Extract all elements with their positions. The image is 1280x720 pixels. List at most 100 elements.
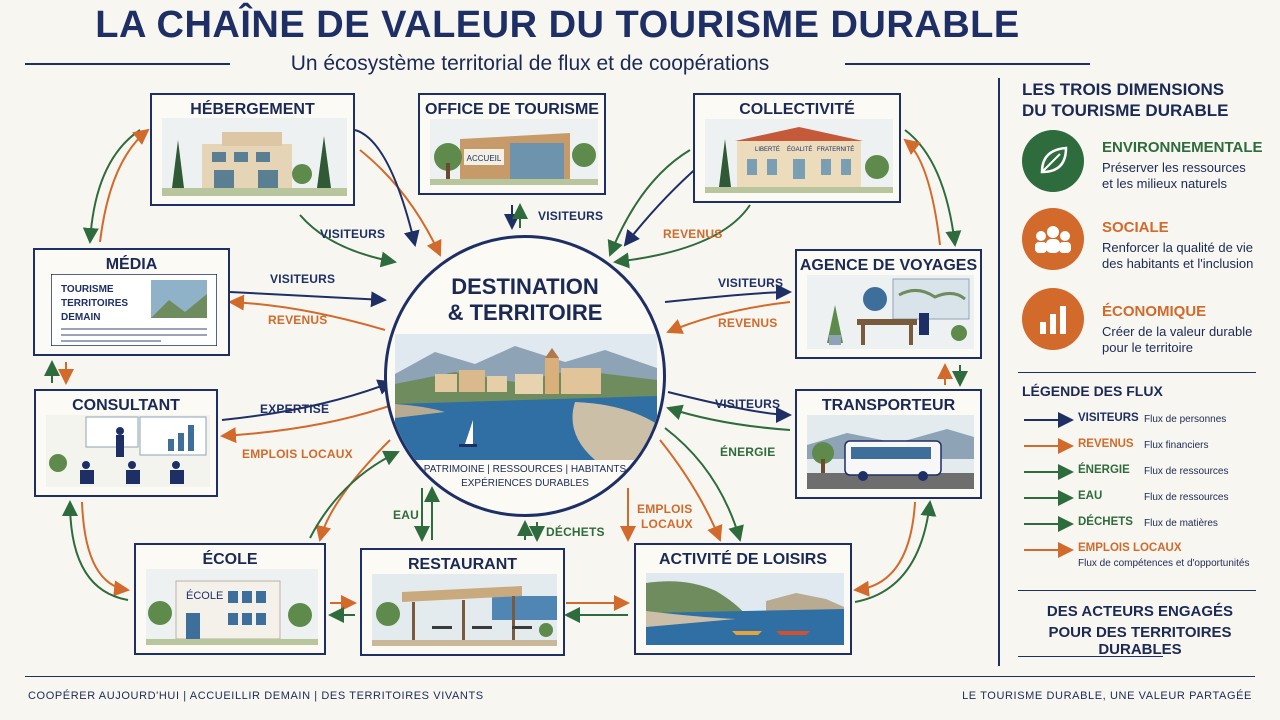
leaf-icon <box>1022 130 1084 192</box>
actor-title: COLLECTIVITÉ <box>739 101 855 118</box>
flow-label-revenus: REVENUS <box>718 316 778 330</box>
destination-territoire-hub: DESTINATION & TERRITOIRE PATRIMOINE | RE… <box>384 235 666 517</box>
title-rule-right <box>845 63 1090 65</box>
actor-title: OFFICE DE TOURISME <box>425 101 599 118</box>
hub-title: DESTINATION <box>451 274 599 299</box>
motto-word: ÉGALITÉ <box>787 146 812 153</box>
actor-card-activite-de-loisirs[interactable]: ACTIVITÉ DE LOISIRS <box>634 543 852 655</box>
flow-label-emplois: EMPLOIS <box>637 502 693 516</box>
newspaper-illustration: TOURISME TERRITOIRES DEMAIN <box>51 274 217 346</box>
hub-tags: EXPÉRIENCES DURABLES <box>461 478 589 489</box>
flow-label-dechets: DÉCHETS <box>546 525 605 539</box>
legend-title: LÉGENDE DES FLUX <box>1022 383 1163 399</box>
actor-card-office-de-tourisme[interactable]: OFFICE DE TOURISME ACCUEIL <box>418 93 606 195</box>
consultant-meeting-illustration <box>46 415 210 487</box>
travel-agency-illustration <box>807 275 974 349</box>
legend-desc: Flux de ressources <box>1144 492 1229 503</box>
bus-illustration <box>807 415 974 489</box>
actor-card-restaurant[interactable]: RESTAURANT <box>360 548 565 656</box>
sidebar-tagline: POUR DES TERRITOIRES DURABLES <box>1048 624 1232 658</box>
coastal-village-illustration <box>395 334 657 460</box>
actor-title: RESTAURANT <box>407 556 518 573</box>
hub-tags: PATRIMOINE | RESSOURCES | HABITANTS <box>423 464 627 475</box>
legend-desc: Flux de matières <box>1144 518 1218 529</box>
bar-chart-icon <box>1022 288 1084 350</box>
flow-label-visiteurs: VISITEURS <box>715 397 781 411</box>
office-sign: ACCUEIL <box>467 154 502 163</box>
dimension-text: Créer de la valeur durable <box>1102 324 1253 339</box>
school-illustration: ÉCOLE <box>146 569 318 645</box>
sidebar-rule <box>1018 656 1163 657</box>
flow-label-expertise: EXPERTISE <box>260 402 330 416</box>
actor-title: TRANSPORTEUR <box>821 397 956 414</box>
dimension-text: Préserver les ressources <box>1102 160 1246 175</box>
page-title: LA CHAÎNE DE VALEUR DU TOURISME DURABLE <box>95 4 1020 46</box>
flow-label-visiteurs: VISITEURS <box>538 209 604 223</box>
legend-arrows <box>1024 412 1074 558</box>
newspaper-headline: TERRITOIRES <box>61 298 128 309</box>
actor-card-hebergement[interactable]: HÉBERGEMENT <box>150 93 355 206</box>
flow-arrows <box>44 128 968 623</box>
actor-card-consultant[interactable]: CONSULTANT <box>34 389 218 497</box>
flow-label-energie: ÉNERGIE <box>720 445 776 459</box>
dimension-text: et les milieux naturels <box>1102 176 1227 191</box>
dimensions-title: LES TROIS DIMENSIONS <box>1022 80 1225 99</box>
legend-desc: Flux de ressources <box>1144 466 1229 477</box>
actor-title: ACTIVITÉ DE LOISIRS <box>658 551 827 568</box>
flow-label-eau: EAU <box>393 508 419 522</box>
sidebar-divider <box>998 78 1000 666</box>
sidebar-rule <box>1018 590 1256 591</box>
people-icon <box>1022 208 1084 270</box>
hub-title: & TERRITOIRE <box>447 300 603 325</box>
kayak-coast-illustration <box>646 573 844 645</box>
dimension-title: SOCIALE <box>1102 219 1169 236</box>
town-hall-illustration: LIBERTÉ ÉGALITÉ FRATERNITÉ <box>705 119 893 193</box>
sidebar-tagline: DES ACTEURS ENGAGÉS <box>1046 603 1234 620</box>
actor-card-collectivite[interactable]: COLLECTIVITÉ LIBERTÉ ÉGALITÉ FRATERNITÉ <box>693 93 901 203</box>
footer-right: LE TOURISME DURABLE, UNE VALEUR PARTAGÉE <box>962 690 1252 702</box>
hotel-illustration <box>162 118 347 196</box>
dimensions-title: DU TOURISME DURABLE <box>1022 101 1229 120</box>
page-subtitle: Un écosystème territorial de flux et de … <box>230 52 830 76</box>
actor-title: CONSULTANT <box>72 397 180 414</box>
flow-label-visiteurs: VISITEURS <box>270 272 336 286</box>
dimension-title: ENVIRONNEMENTALE <box>1102 139 1263 156</box>
legend-label: EAU <box>1078 490 1103 502</box>
actor-title: HÉBERGEMENT <box>190 101 315 118</box>
legend-desc: Flux de compétences et d'opportunités <box>1078 558 1250 569</box>
actor-card-media[interactable]: MÉDIA TOURISME TERRITOIRES DEMAIN <box>33 248 230 356</box>
flow-label-emplois-locaux: EMPLOIS LOCAUX <box>242 447 353 461</box>
legend-label: REVENUS <box>1078 438 1134 450</box>
flow-label-visiteurs: VISITEURS <box>718 276 784 290</box>
actor-card-transporteur[interactable]: TRANSPORTEUR <box>795 389 982 499</box>
dimension-title: ÉCONOMIQUE <box>1102 303 1207 320</box>
legend-desc: Flux financiers <box>1144 440 1209 451</box>
flow-label-revenus: REVENUS <box>268 313 328 327</box>
flow-label-revenus: REVENUS <box>663 227 723 241</box>
newspaper-headline: TOURISME <box>61 284 114 295</box>
actor-title: AGENCE DE VOYAGES <box>799 257 978 274</box>
legend-desc: Flux de personnes <box>1144 414 1227 425</box>
school-sign: ÉCOLE <box>186 589 223 602</box>
legend-label: EMPLOIS LOCAUX <box>1078 542 1182 554</box>
legend-label: VISITEURS <box>1078 412 1139 424</box>
actor-card-ecole[interactable]: ÉCOLE ÉCOLE <box>134 543 326 655</box>
tourist-office-illustration: ACCUEIL <box>430 119 598 185</box>
dimension-text: Renforcer la qualité de vie <box>1102 240 1254 255</box>
legend-label: DÉCHETS <box>1078 516 1133 528</box>
flow-label-locaux: LOCAUX <box>641 517 693 531</box>
restaurant-terrace-illustration <box>372 574 557 646</box>
flow-label-visiteurs: VISITEURS <box>320 227 386 241</box>
footer-left: COOPÉRER AUJOURD'HUI | ACCUEILLIR DEMAIN… <box>28 690 484 702</box>
footer-rule <box>25 676 1255 677</box>
actor-title: MÉDIA <box>105 256 158 273</box>
dimension-text: pour le territoire <box>1102 340 1194 355</box>
newspaper-headline: DEMAIN <box>61 312 100 323</box>
legend-label: ÉNERGIE <box>1078 464 1130 476</box>
actor-title: ÉCOLE <box>202 551 258 568</box>
motto-word: FRATERNITÉ <box>817 146 854 153</box>
title-rule-left <box>25 63 233 65</box>
actor-card-agence-de-voyages[interactable]: AGENCE DE VOYAGES <box>795 249 982 359</box>
dimension-text: des habitants et l'inclusion <box>1102 256 1254 271</box>
motto-word: LIBERTÉ <box>755 146 780 153</box>
